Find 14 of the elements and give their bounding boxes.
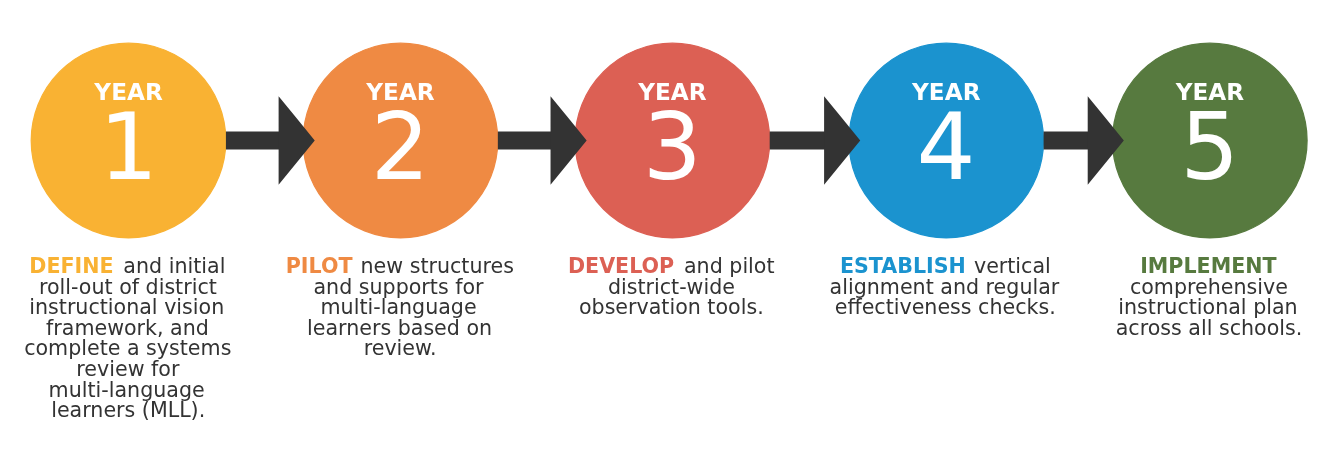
node-circle: YEAR 1 [30,42,227,238]
node-circle: YEAR 2 [302,42,499,238]
arrow [497,95,587,185]
node-label: IMPLEMENT comprehensive instructional plan across all schools. [1115,253,1303,340]
node-circle: YEAR 4 [848,42,1045,238]
node-circle: YEAR 3 [574,42,771,238]
node-label: DEVELOP and pilot district-wide observation tools. [567,253,775,319]
node-label: ESTABLISH vertical alignment and regular effectiveness checks. [829,253,1060,319]
node-label: PILOT new structures and supports for multi-language learners based on review. [285,253,514,360]
arrow [1043,95,1124,185]
node-label: DEFINE and initial roll-out of district instructional vision framework, and complete a systems review for multi-language learners (MLL). [24,253,232,422]
arrow [769,95,861,185]
node-circle: YEAR 5 [1111,42,1308,238]
arrow [225,95,315,185]
